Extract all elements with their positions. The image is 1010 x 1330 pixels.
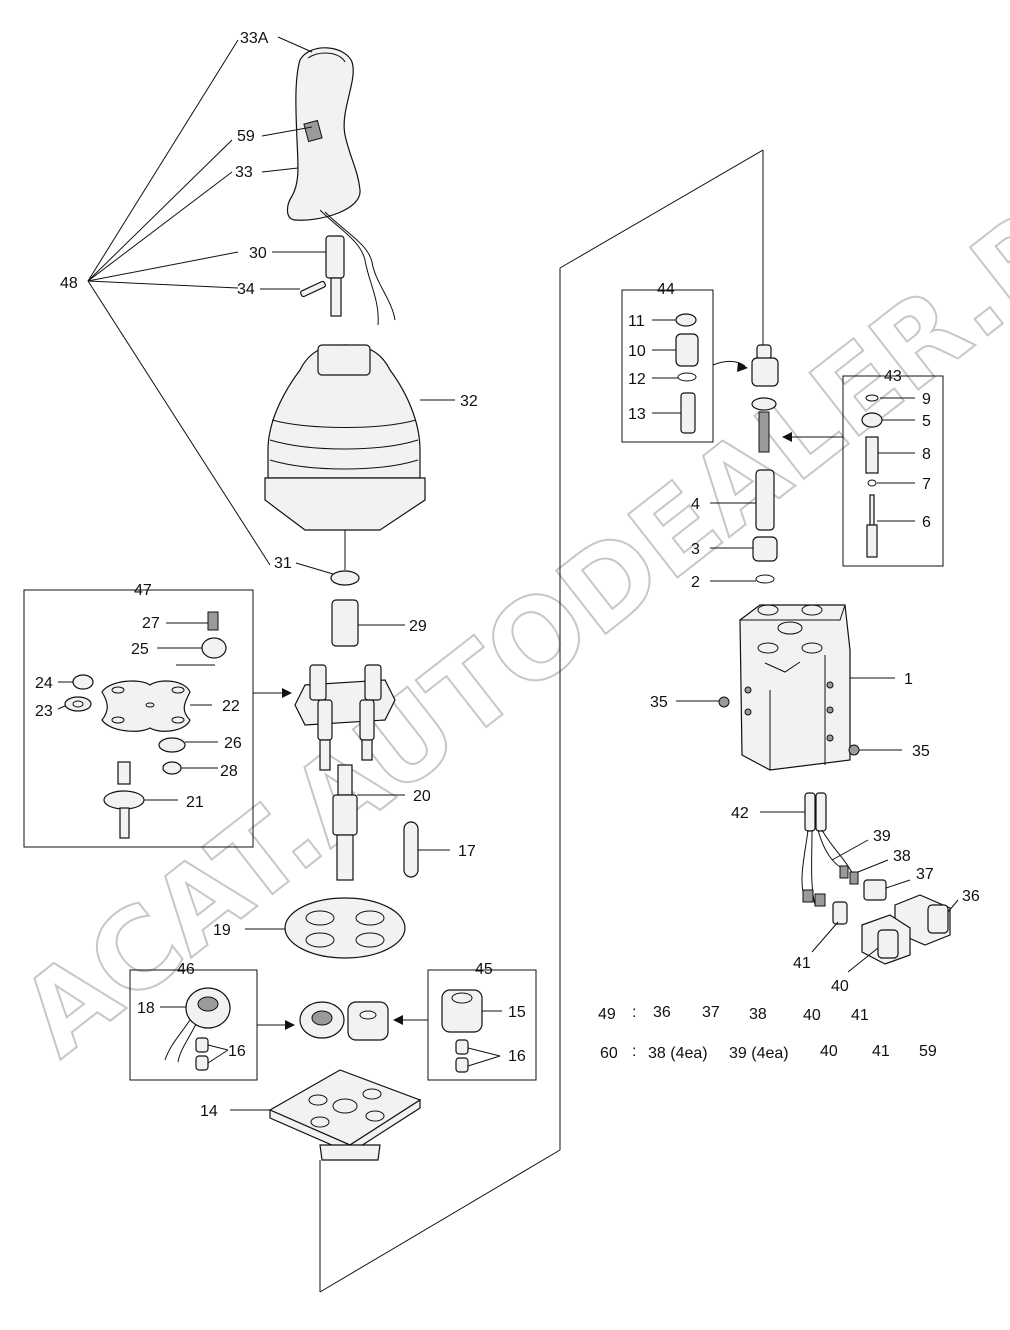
callout-28: 28 [220,763,238,780]
callout-26: 26 [224,735,242,752]
kit-49-part: 37 [702,1004,720,1021]
kit-49-part: 36 [653,1004,671,1021]
callout-9: 9 [922,391,931,408]
callout-46: 46 [177,961,195,978]
callout-25: 25 [131,641,149,658]
callout-11: 11 [628,313,645,330]
callout-12: 12 [628,371,646,388]
kit-60-part: 38 (4ea) [648,1045,708,1062]
callout-3: 3 [691,541,700,558]
kit-60-part: 39 (4ea) [729,1045,789,1062]
connector-40 [861,914,911,965]
kit-49-part: 41 [851,1007,869,1024]
spring-seat-15-assembled [347,1001,389,1041]
callout-6: 6 [922,514,931,531]
kit-60-part: 40 [820,1043,838,1060]
callout-4: 4 [691,496,700,513]
callout-16-right: 16 [508,1048,526,1065]
handle-33 [286,47,396,326]
callout-59: 59 [237,128,255,145]
connector-41 [832,901,848,925]
spring-seat-15 [441,989,483,1033]
kit-49-number: 49 [598,1006,616,1023]
callout-23: 23 [35,703,53,720]
valve-stack [751,344,779,584]
callout-35-right: 35 [912,743,930,760]
callout-33A: 33A [240,30,269,47]
kit-box-44 [621,289,714,443]
callout-33: 33 [235,164,253,181]
callout-39: 39 [873,828,891,845]
watermark: ACAT.AUTODEALER.RU [0,129,1010,1080]
callout-44: 44 [657,281,675,298]
plate-assembly [294,664,396,771]
seal-18 [164,987,231,1063]
callout-8: 8 [922,446,931,463]
kit-49-part: 38 [749,1006,767,1023]
callout-35-left: 35 [650,694,668,711]
nut-31 [330,570,360,586]
wire-harness-42 [801,792,859,907]
box43-parts [861,394,883,558]
kit-60-part: 59 [919,1043,937,1060]
rod-20 [332,764,358,881]
callout-34: 34 [237,281,255,298]
callout-27: 27 [142,615,160,632]
callout-37: 37 [916,866,934,883]
callout-47: 47 [134,582,152,599]
callout-17: 17 [458,843,476,860]
callout-15: 15 [508,1004,526,1021]
pin-34 [300,280,326,298]
callout-48: 48 [60,275,78,292]
kit-60-part: 41 [872,1043,890,1060]
kit-box-43 [842,375,944,567]
bushing-29 [331,599,359,647]
connector-37 [863,879,887,901]
rubber-boot-32 [264,344,426,531]
kit-60-number: 60 [600,1045,618,1062]
callout-45: 45 [475,961,493,978]
box47-parts [64,611,227,839]
plugs-35 [718,696,860,756]
callout-21: 21 [186,794,204,811]
kit-box-47 [23,589,254,848]
callout-18: 18 [137,1000,155,1017]
callout-2: 2 [691,574,700,591]
callout-31: 31 [274,555,292,572]
callout-19: 19 [213,922,231,939]
callout-13: 13 [628,406,646,423]
kit-49-sep: : [632,1004,636,1021]
callout-38: 38 [893,848,911,865]
kit-table: 49 : 36 37 38 40 41 60 : 38 (4ea) 39 (4e… [598,1004,937,1062]
lever-pin-30 [325,235,345,317]
callout-48-fan [87,39,271,566]
box44-parts [675,313,699,434]
callout-5: 5 [922,413,931,430]
callout-7: 7 [922,476,931,493]
callout-32: 32 [460,393,478,410]
callout-41: 41 [793,955,811,972]
callout-40: 40 [831,978,849,995]
callout-16-left: 16 [228,1043,246,1060]
callout-labels: 33A 59 33 30 48 34 32 31 47 27 29 25 24 … [35,30,980,1120]
callout-43: 43 [884,368,902,385]
kit-49-part: 40 [803,1007,821,1024]
callout-10: 10 [628,343,646,360]
callout-22: 22 [222,698,240,715]
callout-24: 24 [35,675,53,692]
kit-box-45 [427,969,537,1081]
valve-body-1 [739,604,851,771]
kit-60-sep: : [632,1043,636,1060]
callout-1: 1 [904,671,913,688]
callout-36: 36 [962,888,980,905]
callout-14: 14 [200,1103,218,1120]
callout-42: 42 [731,805,749,822]
callout-29: 29 [409,618,427,635]
pin-17 [403,821,419,878]
callout-20: 20 [413,788,431,805]
callout-30: 30 [249,245,267,262]
plate-19 [284,897,406,959]
base-plate-14 [268,1069,422,1161]
